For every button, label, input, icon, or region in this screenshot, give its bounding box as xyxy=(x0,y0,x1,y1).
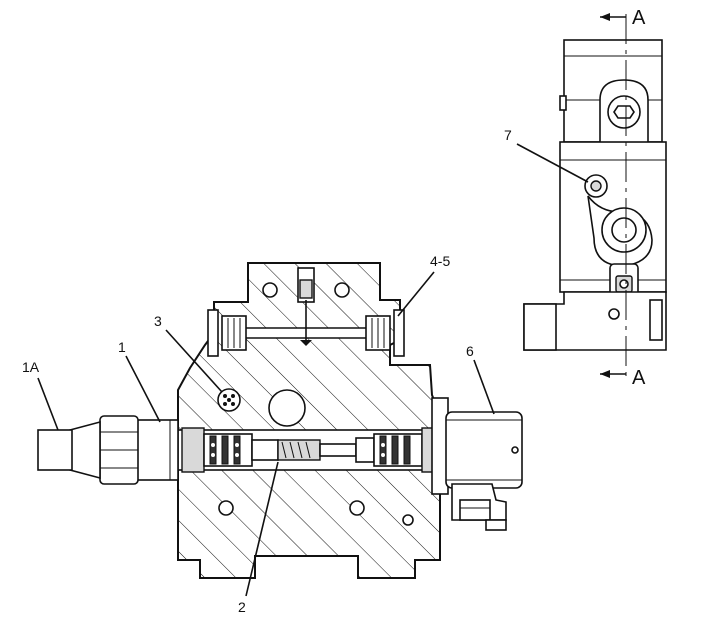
callout-label-1: 1 xyxy=(118,339,126,355)
leader-6 xyxy=(473,359,495,415)
leader-1A xyxy=(37,377,59,431)
callout-label-1A: 1A xyxy=(22,359,40,375)
solenoid-assembly xyxy=(431,397,523,531)
callout-label-7: 7 xyxy=(504,127,512,143)
section-label-bottom: A xyxy=(632,367,646,389)
leader-2 xyxy=(245,461,279,597)
left-fitting-assembly xyxy=(37,415,179,485)
side-view-section-a xyxy=(523,13,667,378)
leader-4-5 xyxy=(397,271,435,317)
section-label-top: A xyxy=(632,7,646,29)
main-valve-body xyxy=(177,262,441,579)
callout-label-6: 6 xyxy=(466,343,474,359)
leader-3 xyxy=(165,329,223,393)
callout-labels: 1A 1 2 3 4-5 6 7 A A xyxy=(22,7,646,615)
callout-label-3: 3 xyxy=(154,313,162,329)
leader-7 xyxy=(516,143,589,183)
leader-1 xyxy=(125,355,161,423)
leader-lines xyxy=(37,143,589,597)
callout-label-4-5: 4-5 xyxy=(430,253,450,269)
callout-3-part xyxy=(217,388,241,412)
callout-label-2: 2 xyxy=(238,599,246,615)
